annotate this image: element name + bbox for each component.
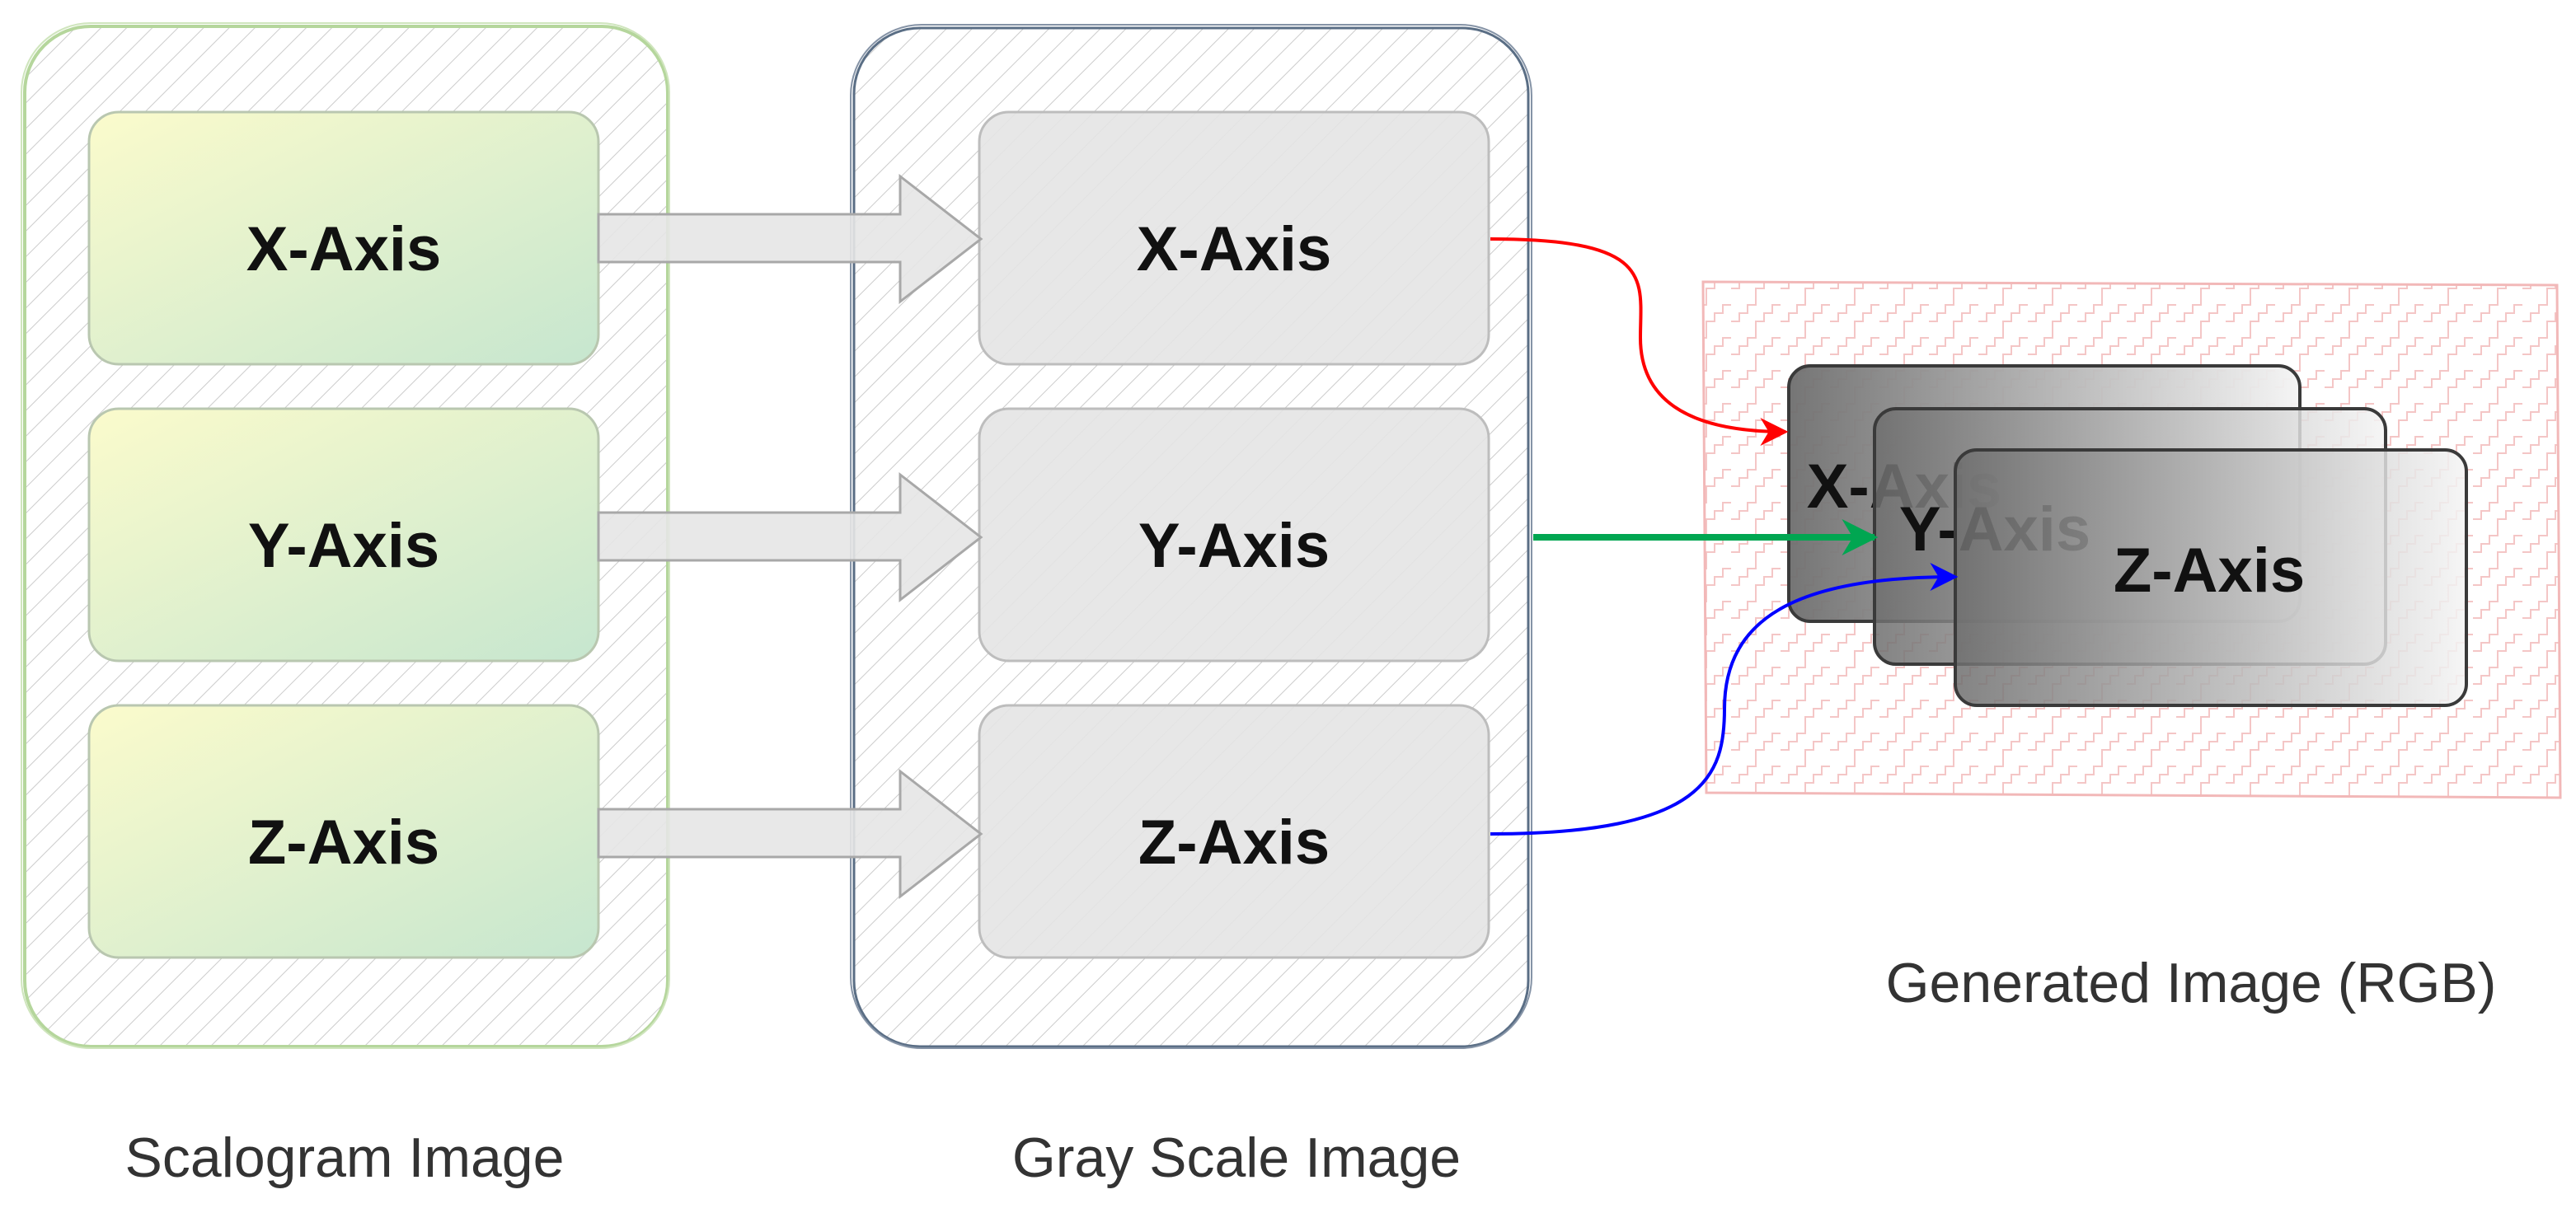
scalogram-box-z: Z-Axis bbox=[87, 704, 600, 959]
block-arrows bbox=[597, 173, 983, 900]
scalogram-z-label: Z-Axis bbox=[248, 808, 439, 878]
grayscale-box-z: Z-Axis bbox=[978, 704, 1490, 959]
generated-z-label: Z-Axis bbox=[2114, 536, 2305, 606]
generated-caption: Generated Image (RGB) bbox=[1886, 952, 2497, 1014]
generated-layer-z: Z-Axis bbox=[1954, 448, 2468, 707]
scalogram-x-label: X-Axis bbox=[246, 214, 442, 284]
grayscale-y-label: Y-Axis bbox=[1138, 511, 1330, 581]
scalogram-y-label: Y-Axis bbox=[248, 511, 439, 581]
scalogram-box-x: X-Axis bbox=[87, 110, 600, 366]
scalogram-group: X-Axis Y-Axis Z-Axis bbox=[21, 22, 670, 1049]
channel-arrows bbox=[1490, 237, 1959, 836]
grayscale-x-label: X-Axis bbox=[1137, 214, 1332, 284]
grayscale-box-y: Y-Axis bbox=[978, 407, 1490, 663]
generated-group: X-Axis Y-Axis Z-Axis bbox=[1701, 280, 2562, 799]
red-channel-arrow bbox=[1490, 237, 1789, 446]
scalogram-box-y: Y-Axis bbox=[87, 407, 600, 663]
block-arrow-z bbox=[597, 768, 983, 900]
grayscale-group: X-Axis Y-Axis Z-Axis bbox=[850, 24, 1532, 1049]
grayscale-z-label: Z-Axis bbox=[1138, 808, 1330, 878]
blue-channel-arrow bbox=[1490, 563, 1959, 836]
block-arrow-x bbox=[597, 173, 983, 305]
scalogram-caption: Scalogram Image bbox=[125, 1126, 565, 1189]
grayscale-caption: Gray Scale Image bbox=[1012, 1126, 1461, 1189]
grayscale-box-x: X-Axis bbox=[978, 110, 1490, 366]
block-arrow-y bbox=[597, 471, 983, 603]
